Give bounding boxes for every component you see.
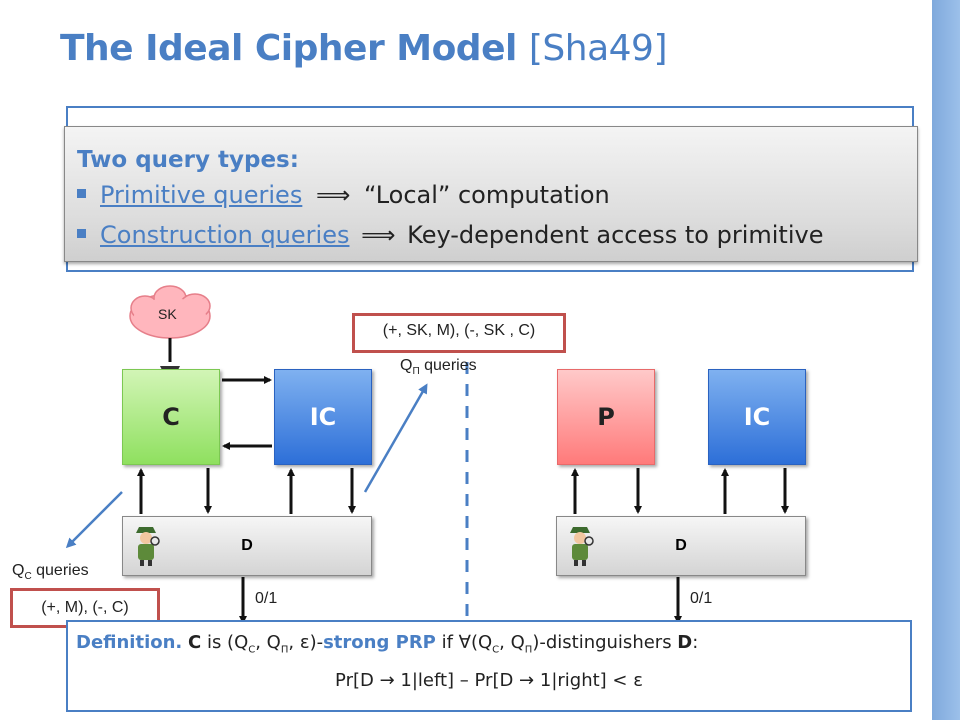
construction-queries-link[interactable]: Construction queries (100, 221, 350, 249)
detective-icon (570, 527, 594, 566)
qc-q: Q (12, 562, 25, 579)
def-comma: , Q (255, 632, 281, 653)
def-dist: )-distinguishers (532, 632, 678, 653)
def-colon: : (692, 632, 699, 653)
output-label-right: 0/1 (690, 590, 713, 607)
ic-label-left: IC (309, 403, 337, 431)
bullet-icon (77, 188, 86, 198)
title-main: The Ideal Cipher Model (60, 28, 517, 69)
qpi-rest: queries (419, 357, 477, 374)
definition-formula: Pr[D → 1|left] – Pr[D → 1|right] < ε (335, 670, 643, 691)
def-is: is (Q (201, 632, 249, 653)
distinguisher-box-left: D (122, 516, 372, 576)
definition-box: Definition. C is (QC, QΠ, ε)-strong PRP … (66, 620, 912, 712)
qpi-queries-label: QΠ queries (400, 357, 477, 377)
d-label-left: D (241, 537, 253, 554)
def-strong-prp: strong PRP (323, 632, 436, 653)
def-sub-pi2: Π (524, 644, 533, 656)
def-comma2: , Q (499, 632, 525, 653)
ic-box-left: IC (274, 369, 372, 465)
p-label: P (597, 403, 615, 431)
qc-queries-label: QC queries (12, 562, 89, 582)
p-box: P (557, 369, 655, 465)
def-eps: , ε)- (288, 632, 324, 653)
qc-rest: queries (31, 562, 89, 579)
definition-prefix: Definition. (76, 632, 183, 653)
qpi-sub: Π (412, 366, 420, 378)
right-accent-bar (932, 0, 960, 720)
c-construction-box: C (122, 369, 220, 465)
qc-pointer-arrow (65, 491, 123, 549)
construction-queries-desc: Key-dependent access to primitive (407, 221, 824, 249)
def-c: C (188, 632, 202, 653)
primitive-queries-link[interactable]: Primitive queries (100, 181, 303, 209)
c-label: C (162, 403, 180, 431)
output-label-left: 0/1 (255, 590, 278, 607)
ic-label-right: IC (743, 403, 771, 431)
query-types-heading: Two query types: (77, 147, 299, 173)
implies-arrow: ⟹ (315, 181, 351, 209)
sk-label: SK (158, 306, 177, 322)
qpi-q: Q (400, 357, 413, 374)
query-type-construction: Construction queries ⟹ Key-dependent acc… (77, 221, 823, 249)
primitive-queries-desc: “Local” computation (364, 181, 610, 209)
qc-sub: C (24, 571, 32, 583)
d-label-right: D (675, 537, 687, 554)
qpi-query-text: (+, SK, M), (-, SK , C) (382, 322, 536, 339)
qpi-query-box: (+, SK, M), (-, SK , C) (352, 313, 566, 353)
definition-line: Definition. C is (QC, QΠ, ε)-strong PRP … (76, 632, 698, 656)
def-sub-c2: C (492, 644, 500, 656)
slide-title: The Ideal Cipher Model [Sha49] (60, 28, 668, 69)
qc-query-text: (+, M), (-, C) (41, 599, 129, 616)
ic-box-right: IC (708, 369, 806, 465)
bullet-icon (77, 228, 86, 238)
query-type-primitive: Primitive queries ⟹ “Local” computation (77, 181, 610, 209)
implies-arrow: ⟹ (361, 221, 396, 249)
def-sub-c: C (248, 644, 256, 656)
detective-icon (136, 527, 160, 566)
def-sub-pi: Π (280, 644, 289, 656)
sk-cloud (129, 285, 211, 339)
def-if: if ∀(Q (435, 632, 493, 653)
title-citation: [Sha49] (528, 28, 668, 69)
query-types-box: Two query types: Primitive queries ⟹ “Lo… (64, 126, 918, 262)
def-d: D (677, 632, 693, 653)
distinguisher-box-right: D (556, 516, 806, 576)
qpi-pointer-arrow (363, 383, 428, 493)
